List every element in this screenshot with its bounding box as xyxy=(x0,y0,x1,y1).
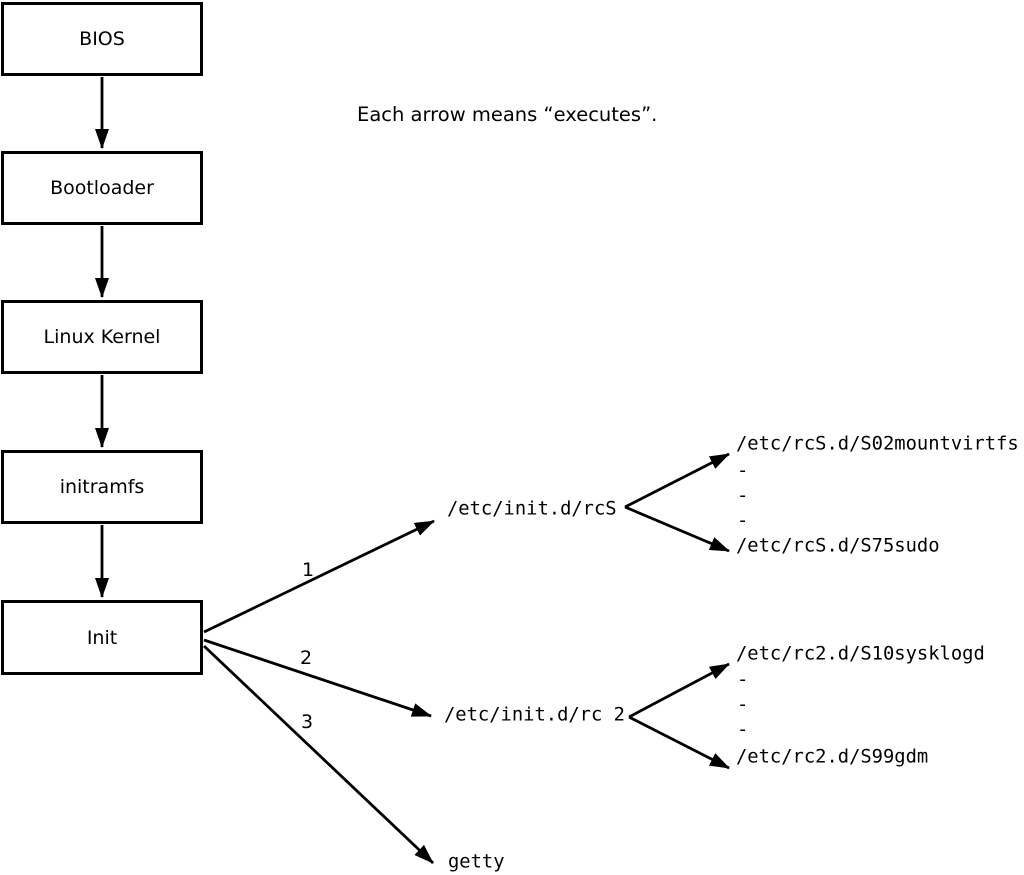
rc2-ellipsis-dash: - xyxy=(737,719,749,741)
node-bios: BIOS xyxy=(1,2,203,76)
node-bootloader: Bootloader xyxy=(1,151,203,225)
node-bootloader-label: Bootloader xyxy=(50,177,154,199)
branch-order-2: 2 xyxy=(300,647,313,669)
rc2-child-first: /etc/rc2.d/S10sysklogd xyxy=(736,643,985,665)
node-initramfs-label: initramfs xyxy=(59,476,145,498)
rc2-child-last: /etc/rc2.d/S99gdm xyxy=(736,746,929,768)
arrow-rc2-to-s99gdm xyxy=(628,715,730,770)
legend-note: Each arrow means “executes”. xyxy=(357,103,658,126)
arrow-init-to-getty xyxy=(203,644,434,865)
node-init-label: Init xyxy=(86,626,118,649)
rcs-ellipsis-dash: - xyxy=(737,460,749,482)
node-linux-kernel-label: Linux Kernel xyxy=(43,326,161,348)
branch-order-3: 3 xyxy=(301,711,314,733)
target-rcs-script: /etc/init.d/rcS xyxy=(447,498,617,520)
node-initramfs: initramfs xyxy=(1,450,203,524)
node-bios-label: BIOS xyxy=(79,28,125,50)
branch-order-1: 1 xyxy=(302,559,315,581)
arrow-rc2-to-s10sysklogd xyxy=(628,662,730,719)
rcs-child-last: /etc/rcS.d/S75sudo xyxy=(736,535,940,557)
arrow-rcs-to-s75sudo xyxy=(624,505,730,553)
node-init: Init xyxy=(1,600,203,675)
target-rc2-script: /etc/init.d/rc 2 xyxy=(444,704,625,726)
node-linux-kernel: Linux Kernel xyxy=(1,300,203,374)
arrow-init-to-rc2 xyxy=(203,638,432,718)
rc2-ellipsis-dash: - xyxy=(737,694,749,716)
target-getty: getty xyxy=(448,851,505,873)
rcs-child-first: /etc/rcS.d/S02mountvirtfs xyxy=(736,433,1019,455)
arrow-rcs-to-s02mountvirtfs xyxy=(624,452,730,509)
arrow-init-to-rcs xyxy=(203,519,435,634)
rc2-ellipsis-dash: - xyxy=(737,669,749,691)
rcs-ellipsis-dash: - xyxy=(737,510,749,532)
rcs-ellipsis-dash: - xyxy=(737,485,749,507)
